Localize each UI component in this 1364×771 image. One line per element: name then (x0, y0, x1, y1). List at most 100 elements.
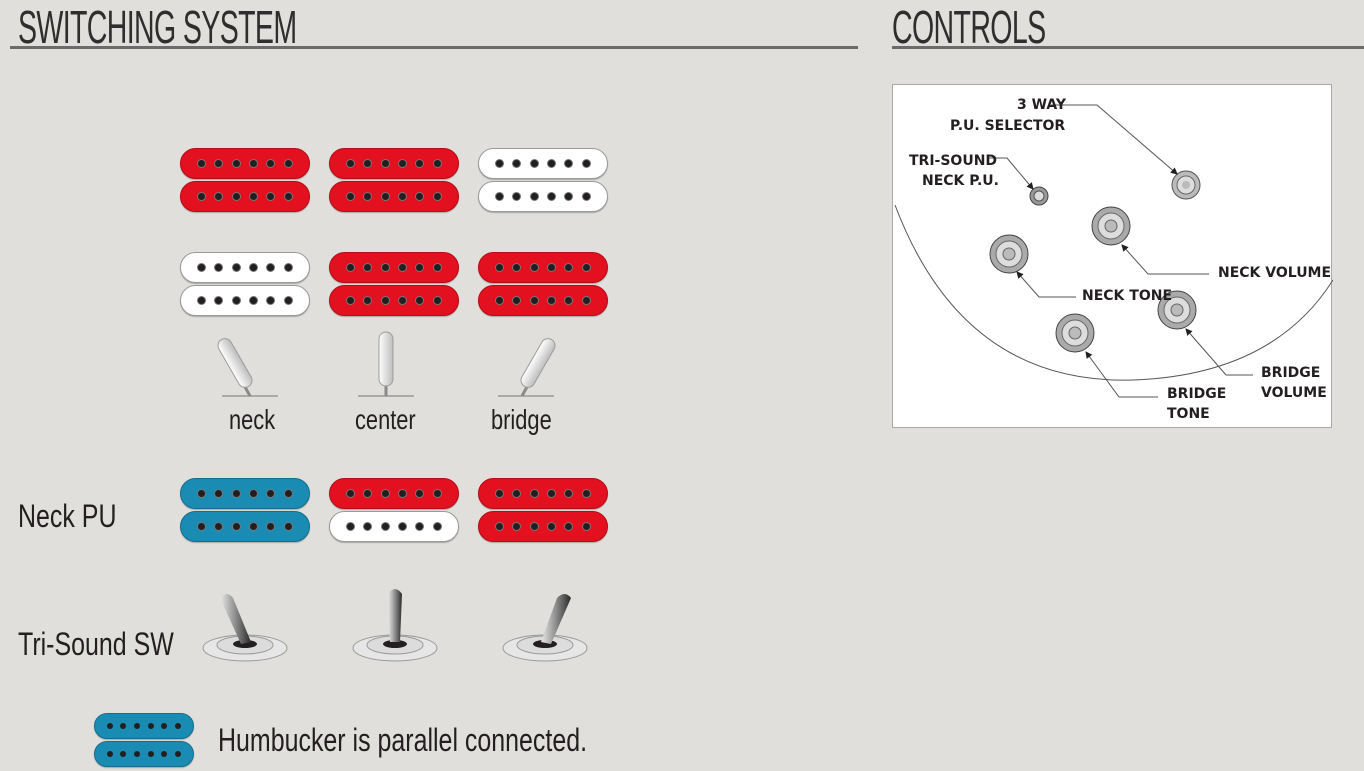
pole-piece (398, 192, 408, 201)
pole-piece (398, 489, 408, 498)
pickup-coil-bottom (180, 285, 310, 316)
pole-piece (175, 751, 182, 757)
pole-piece (346, 159, 356, 168)
pole-piece (432, 489, 442, 498)
pole-piece (495, 522, 505, 531)
pole-piece (495, 159, 505, 168)
pole-piece (581, 263, 591, 272)
pole-piece (197, 159, 207, 168)
pole-piece (415, 263, 425, 272)
pole-piece (415, 296, 425, 305)
pole-piece (512, 159, 522, 168)
pole-piece (363, 522, 373, 531)
pole-piece (512, 263, 522, 272)
label-bridge-volume-line1: BRIDGE (1261, 365, 1320, 381)
pole-piece (529, 489, 539, 498)
pole-piece (415, 522, 425, 531)
position-label-center: center (355, 404, 416, 435)
pole-piece (432, 296, 442, 305)
knob-bridge-tone (1055, 313, 1095, 353)
neck-pu-humbucker (180, 478, 310, 542)
pole-piece (249, 296, 259, 305)
pole-piece (214, 192, 224, 201)
pole-piece (197, 263, 207, 272)
pickup-coil-top (94, 713, 194, 739)
pole-piece (197, 522, 207, 531)
pole-piece (266, 522, 276, 531)
pole-piece (197, 296, 207, 305)
pole-piece (120, 751, 127, 757)
selector-switch-group (217, 331, 556, 397)
pole-piece (249, 192, 259, 201)
pole-piece (346, 296, 356, 305)
knob-3way-selector (1171, 170, 1201, 200)
controls-diagram: 3 WAY P.U. SELECTOR TRI-SOUND NECK P.U. … (892, 84, 1334, 428)
position-label-bridge: bridge (491, 404, 552, 435)
pole-piece (283, 522, 293, 531)
label-trisound-line2: NECK P.U. (922, 173, 999, 189)
pole-piece (363, 159, 373, 168)
pole-piece (512, 522, 522, 531)
label-bridge-tone-line1: BRIDGE (1167, 386, 1226, 402)
pole-piece (147, 723, 154, 729)
pole-piece (197, 192, 207, 201)
pole-piece (564, 296, 574, 305)
pole-piece (564, 159, 574, 168)
pole-piece (380, 263, 390, 272)
neck-pu-humbucker (478, 478, 608, 542)
pole-piece (564, 192, 574, 201)
label-neck-volume: NECK VOLUME (1218, 265, 1331, 281)
pole-piece (147, 751, 154, 757)
pole-piece (380, 522, 390, 531)
pickup-coil-bottom (329, 511, 459, 542)
knob-neck-volume (1091, 206, 1131, 246)
pole-piece (380, 192, 390, 201)
pole-piece (161, 751, 168, 757)
tri-sound-switch-group (202, 589, 588, 662)
pole-piece (547, 296, 557, 305)
humbucker-bridge (478, 148, 608, 212)
pickup-coil-bottom (478, 285, 608, 316)
pole-piece (398, 159, 408, 168)
pole-piece (231, 296, 241, 305)
pole-piece (512, 296, 522, 305)
pole-piece (415, 489, 425, 498)
pole-piece (415, 192, 425, 201)
legend-text: Humbucker is parallel connected. (218, 722, 588, 758)
pole-piece (380, 489, 390, 498)
pole-piece (346, 522, 356, 531)
pole-piece (346, 489, 356, 498)
humbucker-neck (180, 148, 310, 212)
pole-piece (231, 192, 241, 201)
pole-piece (161, 723, 168, 729)
pole-piece (231, 263, 241, 272)
pole-piece (495, 489, 505, 498)
pickup-coil-bottom (180, 181, 310, 212)
pole-piece (415, 159, 425, 168)
pickup-coil-bottom (329, 181, 459, 212)
label-3way-line1: 3 WAY (1017, 97, 1067, 113)
legend-parallel-pickup-icon (94, 713, 194, 767)
pole-piece (214, 263, 224, 272)
pole-piece (398, 522, 408, 531)
pole-piece (231, 159, 241, 168)
pole-piece (363, 296, 373, 305)
pole-piece (432, 263, 442, 272)
pole-piece (564, 263, 574, 272)
pole-piece (529, 192, 539, 201)
pole-piece (363, 263, 373, 272)
pole-piece (529, 263, 539, 272)
pole-piece (134, 751, 141, 757)
pole-piece (214, 296, 224, 305)
title-underline (10, 46, 858, 49)
pole-piece (266, 192, 276, 201)
pole-piece (547, 192, 557, 201)
tri-sound-label: Tri-Sound SW (18, 626, 174, 662)
pole-piece (581, 192, 591, 201)
pole-piece (249, 263, 259, 272)
pole-piece (214, 489, 224, 498)
controls-title: CONTROLS (892, 1, 1046, 53)
pickup-coil-top (478, 148, 608, 179)
pole-piece (380, 159, 390, 168)
pickup-coil-bottom (180, 511, 310, 542)
